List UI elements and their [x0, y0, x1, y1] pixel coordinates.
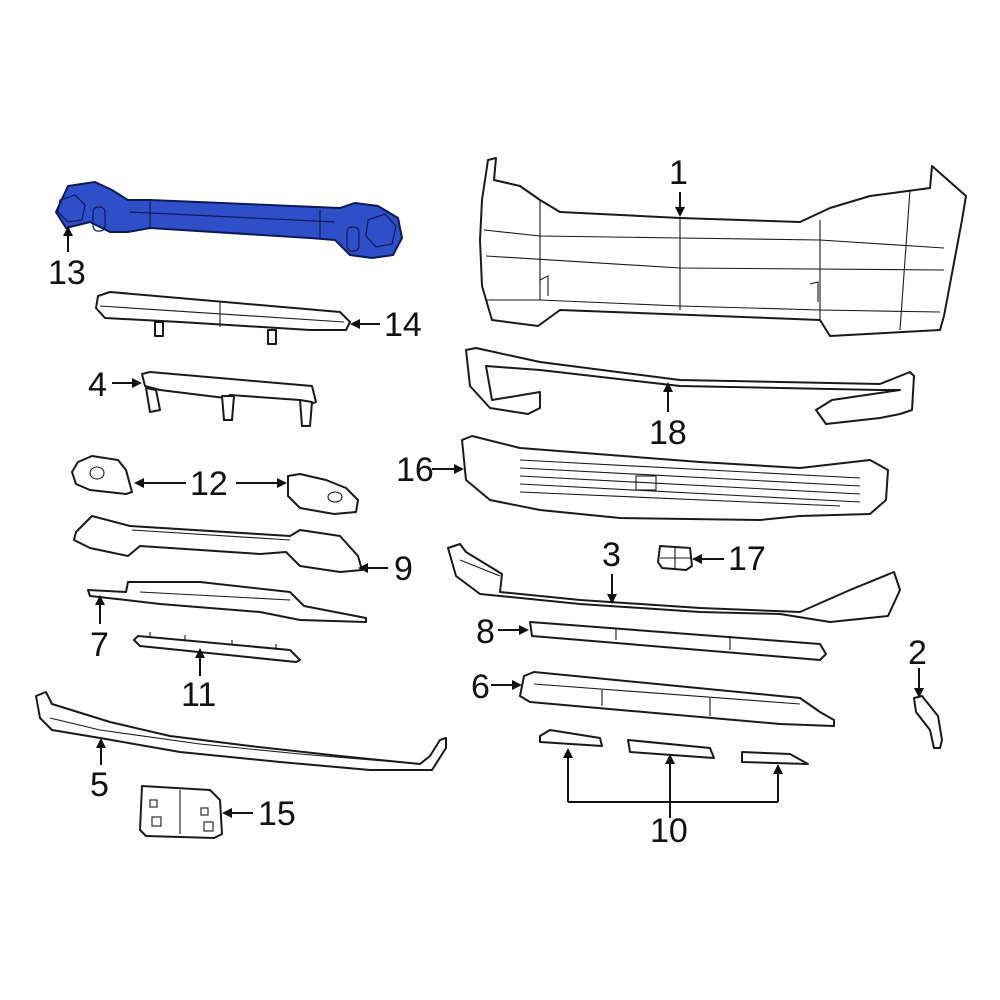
- part-15-license-plate-bracket[interactable]: [139, 785, 223, 839]
- callout-16[interactable]: 16: [396, 451, 434, 489]
- part-9-lower-grille-trim[interactable]: [73, 515, 363, 573]
- callout-7[interactable]: 7: [90, 626, 109, 664]
- callout-2[interactable]: 2: [908, 634, 927, 672]
- callout-10[interactable]: 10: [650, 812, 688, 850]
- callout-9[interactable]: 9: [394, 550, 413, 588]
- part-10-trim-piece-center[interactable]: [627, 739, 715, 759]
- part-14-energy-absorber[interactable]: [95, 291, 351, 345]
- part-6-skid-plate[interactable]: [519, 671, 835, 727]
- callout-6[interactable]: 6: [471, 668, 490, 706]
- part-13-reinforcement-bar[interactable]: [55, 181, 403, 259]
- callout-8[interactable]: 8: [476, 613, 495, 651]
- callout-15[interactable]: 15: [258, 795, 296, 833]
- part-11-trim-strip[interactable]: [133, 632, 301, 663]
- callout-3[interactable]: 3: [602, 536, 621, 574]
- callout-13[interactable]: 13: [48, 254, 86, 292]
- part-1-bumper-cover[interactable]: [479, 157, 967, 337]
- callout-1[interactable]: 1: [669, 154, 688, 192]
- part-12-fog-lamp-bracket-right[interactable]: [287, 473, 359, 515]
- part-5-lower-support[interactable]: [35, 691, 447, 771]
- callout-18[interactable]: 18: [649, 414, 687, 452]
- leader-lines: [63, 192, 924, 818]
- part-7-air-dam[interactable]: [87, 581, 367, 623]
- callout-12[interactable]: 12: [190, 465, 228, 503]
- callout-4[interactable]: 4: [88, 366, 107, 404]
- part-10-trim-piece-left[interactable]: [539, 729, 603, 747]
- part-2-side-bracket[interactable]: [913, 695, 943, 749]
- part-10-trim-piece-right[interactable]: [741, 751, 809, 765]
- callout-5[interactable]: 5: [90, 766, 109, 804]
- part-18-bumper-bezel[interactable]: [465, 347, 915, 425]
- part-17-cover-plate[interactable]: [657, 545, 693, 571]
- callout-17[interactable]: 17: [728, 540, 766, 578]
- part-3-lower-fascia[interactable]: [447, 543, 901, 623]
- callout-14[interactable]: 14: [384, 306, 422, 344]
- part-8-trim[interactable]: [529, 621, 827, 661]
- callout-11[interactable]: 11: [181, 676, 217, 714]
- part-4-support-bracket[interactable]: [141, 371, 317, 427]
- part-16-lower-grille[interactable]: [461, 435, 889, 521]
- part-12-fog-lamp-bracket-left[interactable]: [71, 455, 133, 495]
